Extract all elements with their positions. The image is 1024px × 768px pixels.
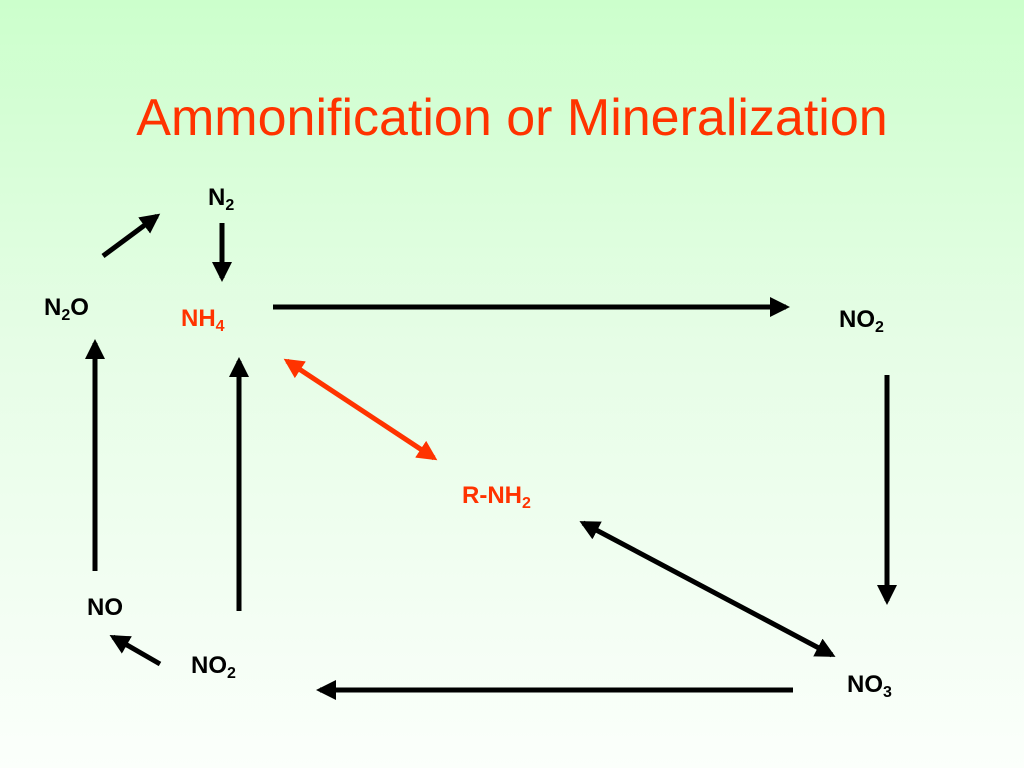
node-n2: N2 <box>208 184 235 214</box>
node-no2-bottom-base: NO <box>191 652 227 679</box>
arrow-nh4-rnh2-bidirectional <box>283 358 438 461</box>
arrow-n2o-to-n2 <box>101 213 161 259</box>
arrow-rnh2-no3-bidirectional <box>579 520 836 658</box>
slide-title: Ammonification or Mineralization <box>136 89 888 147</box>
node-n2o: N2O <box>44 294 89 324</box>
node-n2o-tail: O <box>70 294 89 321</box>
node-nh4-subscript: 4 <box>215 318 225 335</box>
node-no-base: NO <box>87 594 123 621</box>
node-nh4-base: NH <box>181 305 216 332</box>
node-no2-bottom-subscript: 2 <box>227 665 236 682</box>
node-r-nh2-base: R-NH <box>462 482 522 509</box>
node-n2-base: N <box>208 184 226 211</box>
node-no2-top: NO2 <box>839 306 884 336</box>
node-no: NO <box>87 594 123 622</box>
node-no3-subscript: 3 <box>883 684 892 701</box>
node-r-nh2-subscript: 2 <box>522 495 531 512</box>
node-no3-base: NO <box>847 671 883 698</box>
node-n2o-subscript: 2 <box>61 307 71 324</box>
arrow-no2-to-no <box>109 634 162 667</box>
node-n2o-base: N <box>44 294 62 321</box>
node-n2-subscript: 2 <box>225 197 235 214</box>
node-r-nh2: R-NH2 <box>462 482 531 512</box>
node-no2-top-base: NO <box>839 306 875 333</box>
node-no3: NO3 <box>847 671 892 701</box>
node-no2-top-subscript: 2 <box>875 319 884 336</box>
node-no2-bottom: NO2 <box>191 652 236 682</box>
node-nh4: NH4 <box>181 305 225 335</box>
